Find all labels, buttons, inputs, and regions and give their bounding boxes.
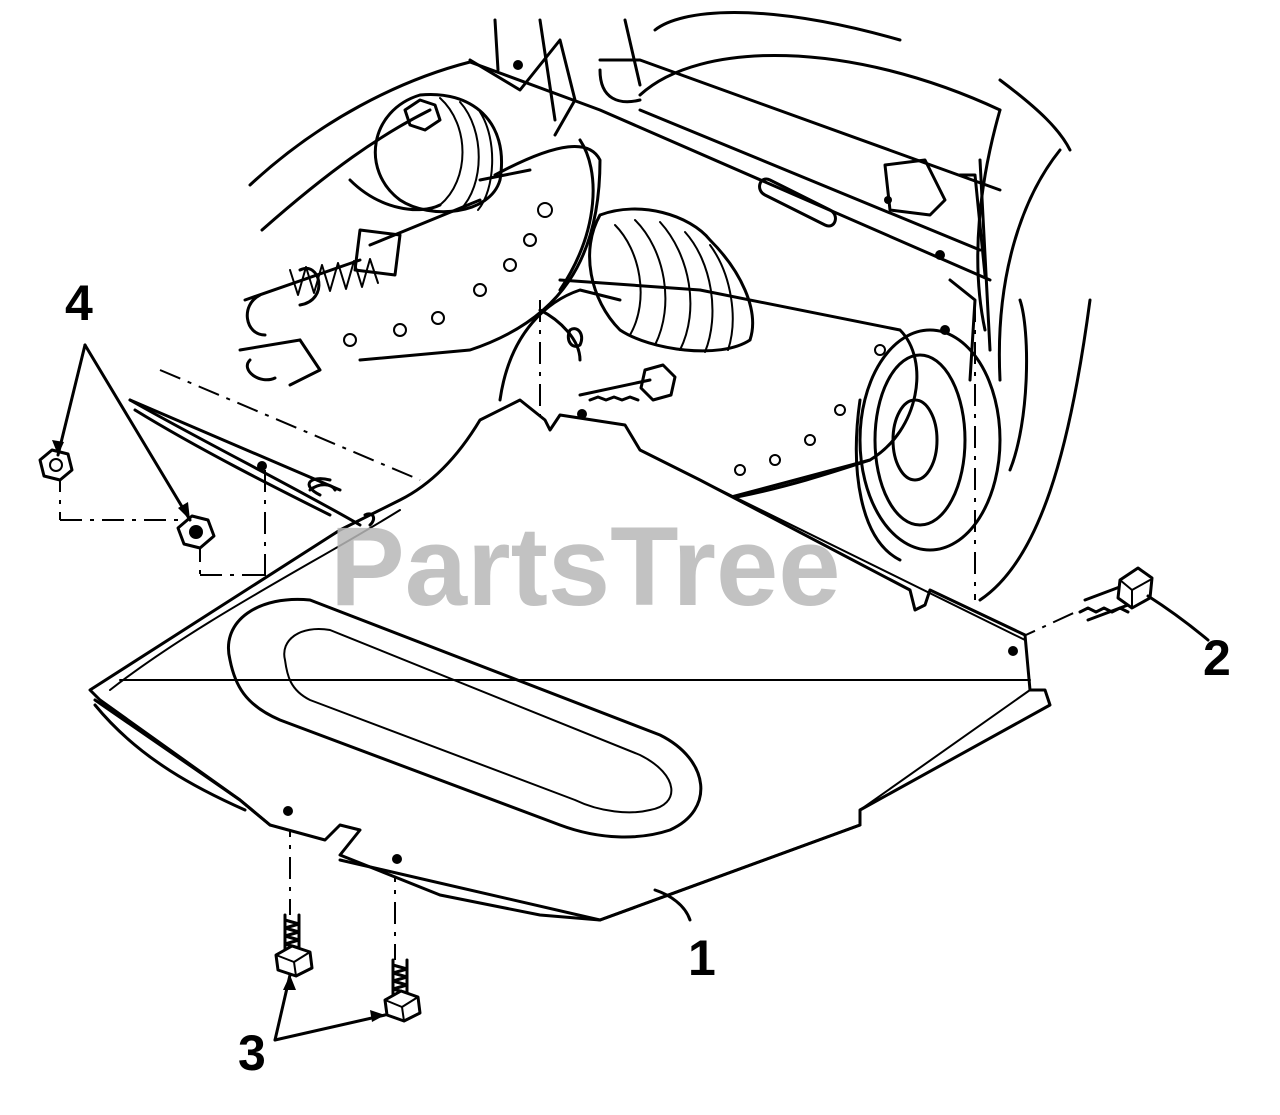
hex-nut-lower (176, 514, 216, 550)
callout-3: 3 (238, 1025, 266, 1081)
hex-bolt-bottom-right (383, 958, 422, 1023)
hex-bolt-right (1078, 566, 1154, 622)
callout-2: 2 (1203, 630, 1231, 686)
machine-frame (128, 11, 1092, 602)
hex-nut-upper (38, 448, 74, 482)
leader-arrowheads (52, 440, 385, 1022)
callout-4: 4 (65, 275, 93, 331)
skid-plate (88, 398, 1052, 922)
parts-tree-watermark: PartsTree (330, 504, 841, 629)
leader-lines (56, 343, 1210, 1042)
callout-1: 1 (688, 930, 716, 986)
hex-bolt-bottom-left (274, 913, 314, 978)
